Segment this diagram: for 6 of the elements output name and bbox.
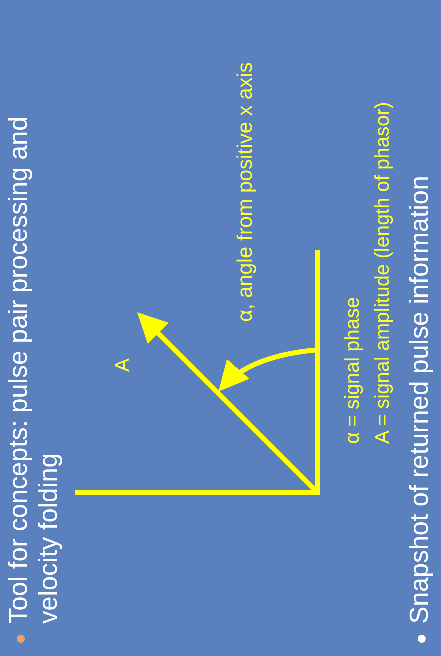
bullet-text: Snapshot of returned pulse information xyxy=(405,176,435,624)
definition-text: A = signal amplitude (length of phasor) xyxy=(372,102,395,444)
bullet-text: Tool for concepts: pulse pair processing and velocity folding xyxy=(4,116,64,624)
phasor-label: A xyxy=(112,358,135,372)
angle-label: α, angle from positive x axis xyxy=(234,62,258,322)
definition-text: α = signal phase xyxy=(342,297,365,444)
